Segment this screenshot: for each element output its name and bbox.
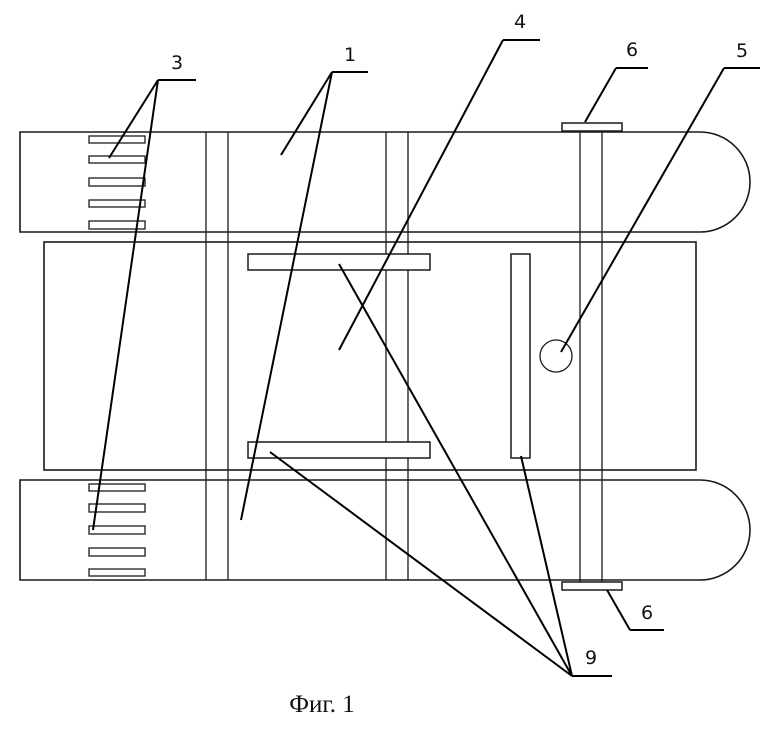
slot bbox=[89, 548, 145, 556]
leader-5-to-circle bbox=[561, 68, 724, 352]
leader-6-top-to-cap bbox=[585, 68, 616, 122]
slot bbox=[89, 178, 145, 186]
upper-track bbox=[20, 132, 750, 232]
leader-4-to-body bbox=[339, 40, 503, 350]
slot bbox=[89, 200, 145, 207]
central-body bbox=[44, 242, 696, 470]
axle bbox=[580, 130, 602, 584]
figure-caption: Фиг. 1 bbox=[289, 691, 355, 718]
bar-upper bbox=[248, 254, 430, 270]
leader-3-to-upper-slots bbox=[109, 80, 158, 158]
label-6-top: 6 bbox=[626, 39, 638, 61]
slot bbox=[89, 156, 145, 163]
slot bbox=[89, 569, 145, 576]
label-9: 9 bbox=[585, 647, 597, 669]
slot bbox=[89, 136, 145, 143]
slot bbox=[89, 526, 145, 534]
lower-track bbox=[20, 480, 750, 580]
label-5: 5 bbox=[736, 40, 748, 62]
axle-end-cap-top bbox=[562, 123, 622, 131]
bar-vertical bbox=[511, 254, 530, 458]
circular-hole bbox=[540, 340, 572, 372]
leader-6-bottom-to-cap bbox=[607, 590, 630, 630]
leader-3-to-lower-slots bbox=[93, 80, 158, 530]
label-4: 4 bbox=[514, 11, 526, 33]
slot bbox=[89, 484, 145, 491]
slot-group-upper bbox=[89, 136, 145, 229]
axle-end-cap-bottom bbox=[562, 582, 622, 590]
leader-9-to-lower-bar bbox=[270, 452, 572, 676]
label-1: 1 bbox=[344, 44, 356, 66]
label-6-bottom: 6 bbox=[641, 602, 653, 624]
label-3: 3 bbox=[171, 52, 183, 74]
